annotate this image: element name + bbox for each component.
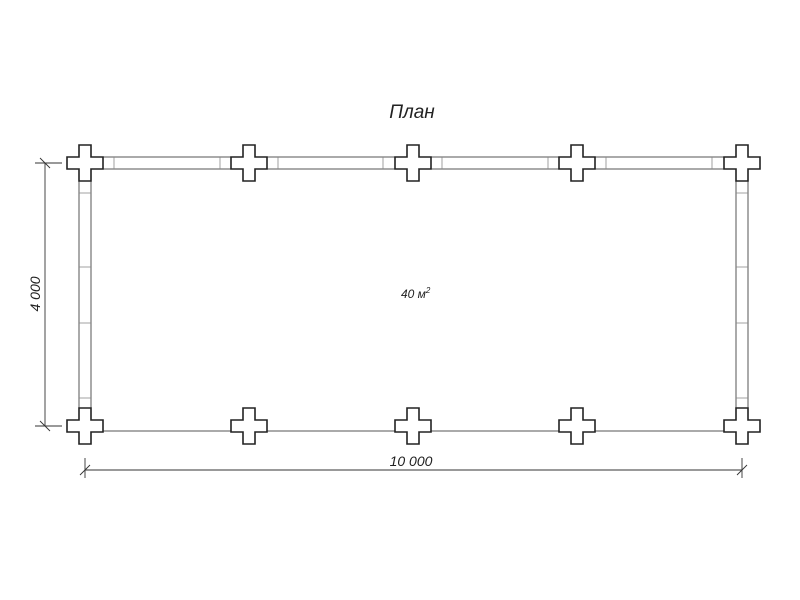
width-dimension: 10 000 — [79, 453, 748, 478]
post-cross-icon — [394, 407, 432, 445]
height-dimension: 4 000 — [27, 157, 62, 432]
height-tick-mark — [39, 420, 51, 432]
post-cross-icon — [230, 144, 268, 182]
post-cross-icon — [66, 144, 104, 182]
post-cross-icon — [723, 407, 761, 445]
post-cross-icon — [394, 144, 432, 182]
height-tick-mark — [39, 157, 51, 169]
width-tick-mark — [736, 464, 748, 476]
width-tick-mark — [79, 464, 91, 476]
area-label: 40 м2 — [401, 286, 431, 301]
plan-title: План — [389, 102, 435, 123]
post-cross-icon — [723, 144, 761, 182]
height-dimension-label: 4 000 — [27, 276, 43, 311]
width-dimension-label: 10 000 — [390, 453, 433, 469]
post-cross-icon — [558, 407, 596, 445]
post-cross-icon — [558, 144, 596, 182]
posts — [66, 144, 761, 445]
post-cross-icon — [66, 407, 104, 445]
post-cross-icon — [230, 407, 268, 445]
